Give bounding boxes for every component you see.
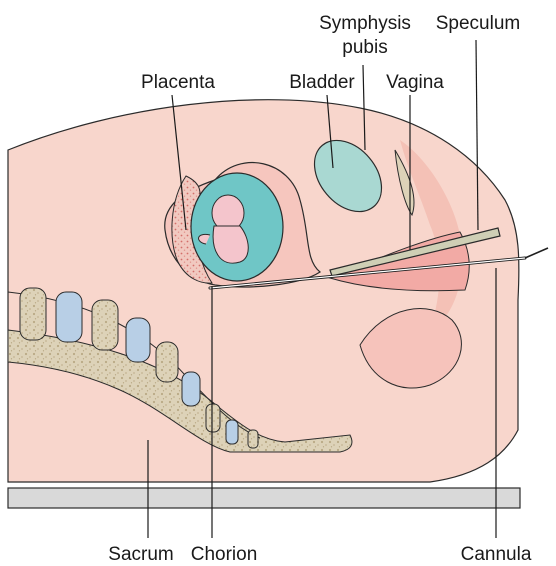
cannula-label: Cannula xyxy=(461,544,532,565)
symphysis-label-line1: Symphysis xyxy=(319,13,411,34)
symphysis-label-line2: pubis xyxy=(342,37,387,58)
bladder-label: Bladder xyxy=(289,72,355,93)
table xyxy=(8,488,520,508)
sacrum-label: Sacrum xyxy=(108,544,173,565)
chorion-label: Chorion xyxy=(191,544,258,565)
speculum-label: Speculum xyxy=(436,13,521,34)
vagina-label: Vagina xyxy=(386,72,444,93)
placenta-label: Placenta xyxy=(141,72,215,93)
